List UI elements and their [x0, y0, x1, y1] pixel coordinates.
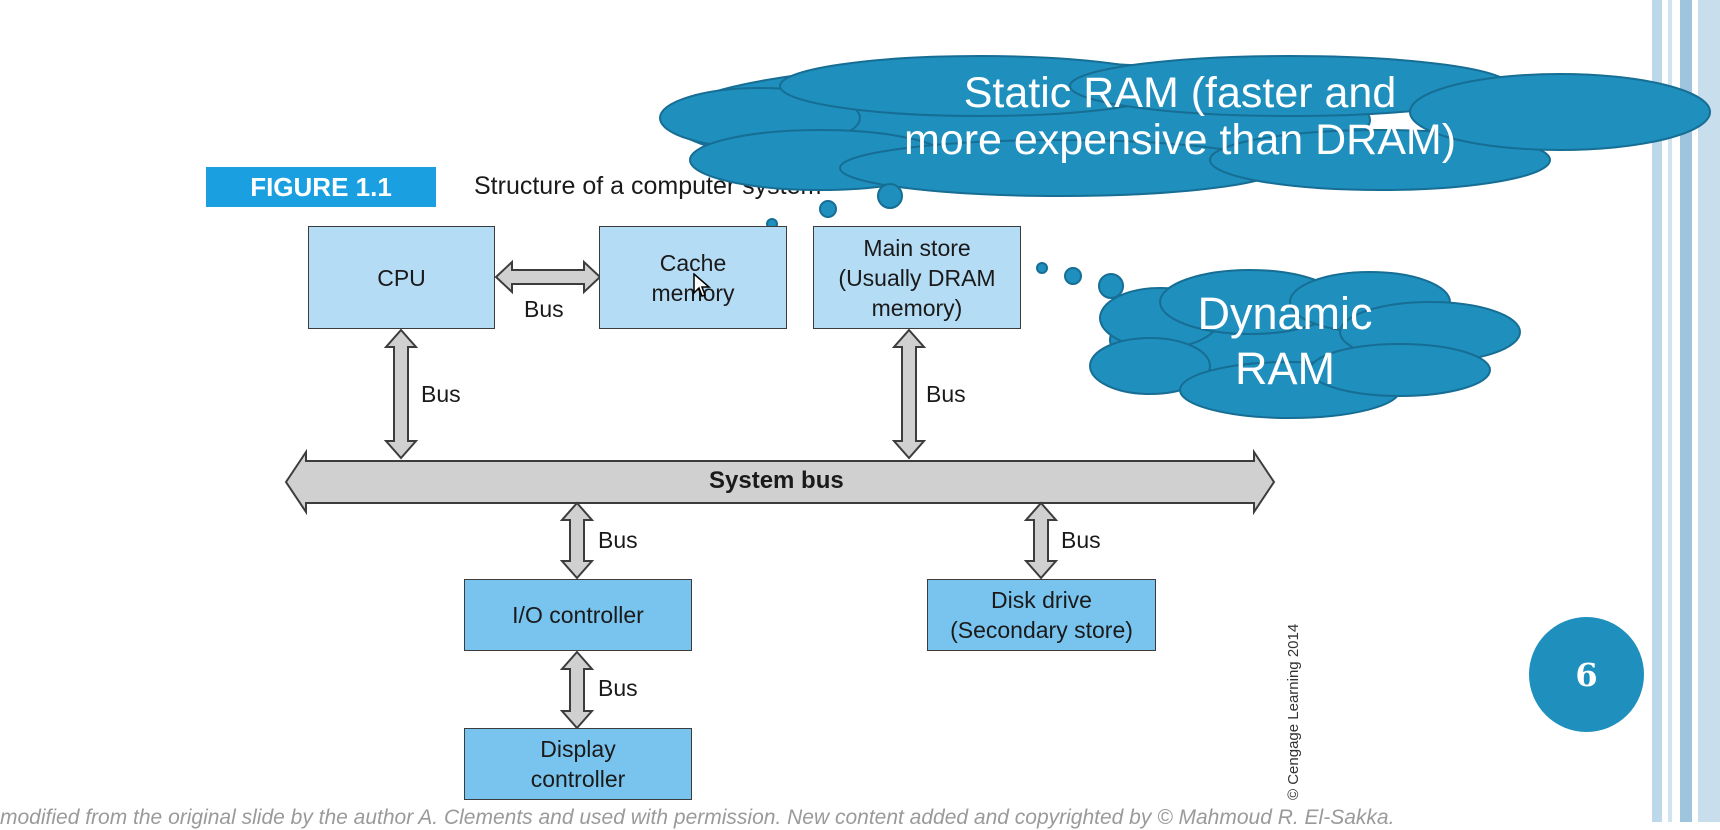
- cache-memory-box: Cache memory: [599, 226, 787, 329]
- dynamic-ram-callout-text: Dynamic RAM: [1197, 288, 1373, 394]
- mouse-cursor-icon: [693, 273, 711, 297]
- figure-badge: FIGURE 1.1: [206, 167, 436, 207]
- bus-label-cpu-cache: Bus: [524, 296, 564, 322]
- static-ram-cloud: [659, 55, 1711, 197]
- bus-label-main-system: Bus: [926, 381, 966, 407]
- cpu-box: CPU: [308, 226, 495, 329]
- disk-drive-box: Disk drive (Secondary store): [927, 579, 1156, 651]
- dynamic-ram-cloud: [1089, 269, 1521, 419]
- slide-border-stripe: [1680, 0, 1692, 822]
- bus-label-disk-system: Bus: [1061, 527, 1101, 553]
- io-display-bus-arrow: [559, 650, 595, 730]
- dynamic-ram-cloud-bubbles: [1036, 262, 1124, 299]
- static-ram-callout-text: Static RAM (faster and more expensive th…: [903, 69, 1457, 164]
- system-bus-arrow: [284, 448, 1276, 516]
- bus-label-io-system: Bus: [598, 527, 638, 553]
- io-system-bus-arrow: [559, 501, 595, 580]
- cpu-system-bus-arrow: [383, 328, 419, 460]
- slide-border-stripe: [1652, 0, 1662, 822]
- disk-system-bus-arrow: [1023, 501, 1059, 580]
- cpu-cache-bus-arrow: [494, 259, 602, 295]
- bus-label-cpu-system: Bus: [421, 381, 461, 407]
- page-number-badge: 6: [1529, 617, 1644, 732]
- slide-border-stripe: [1698, 0, 1720, 822]
- slide-border-stripe: [1668, 0, 1672, 822]
- bus-label-io-display: Bus: [598, 675, 638, 701]
- static-ram-cloud-bubbles: [766, 183, 903, 230]
- system-bus-label: System bus: [709, 467, 844, 494]
- main-system-bus-arrow: [891, 328, 927, 460]
- footer-credit: modified from the original slide by the …: [0, 806, 1395, 829]
- main-store-box: Main store (Usually DRAM memory): [813, 226, 1021, 329]
- display-controller-box: Display controller: [464, 728, 692, 800]
- copyright-notice: © Cengage Learning 2014: [1285, 623, 1302, 800]
- io-controller-box: I/O controller: [464, 579, 692, 651]
